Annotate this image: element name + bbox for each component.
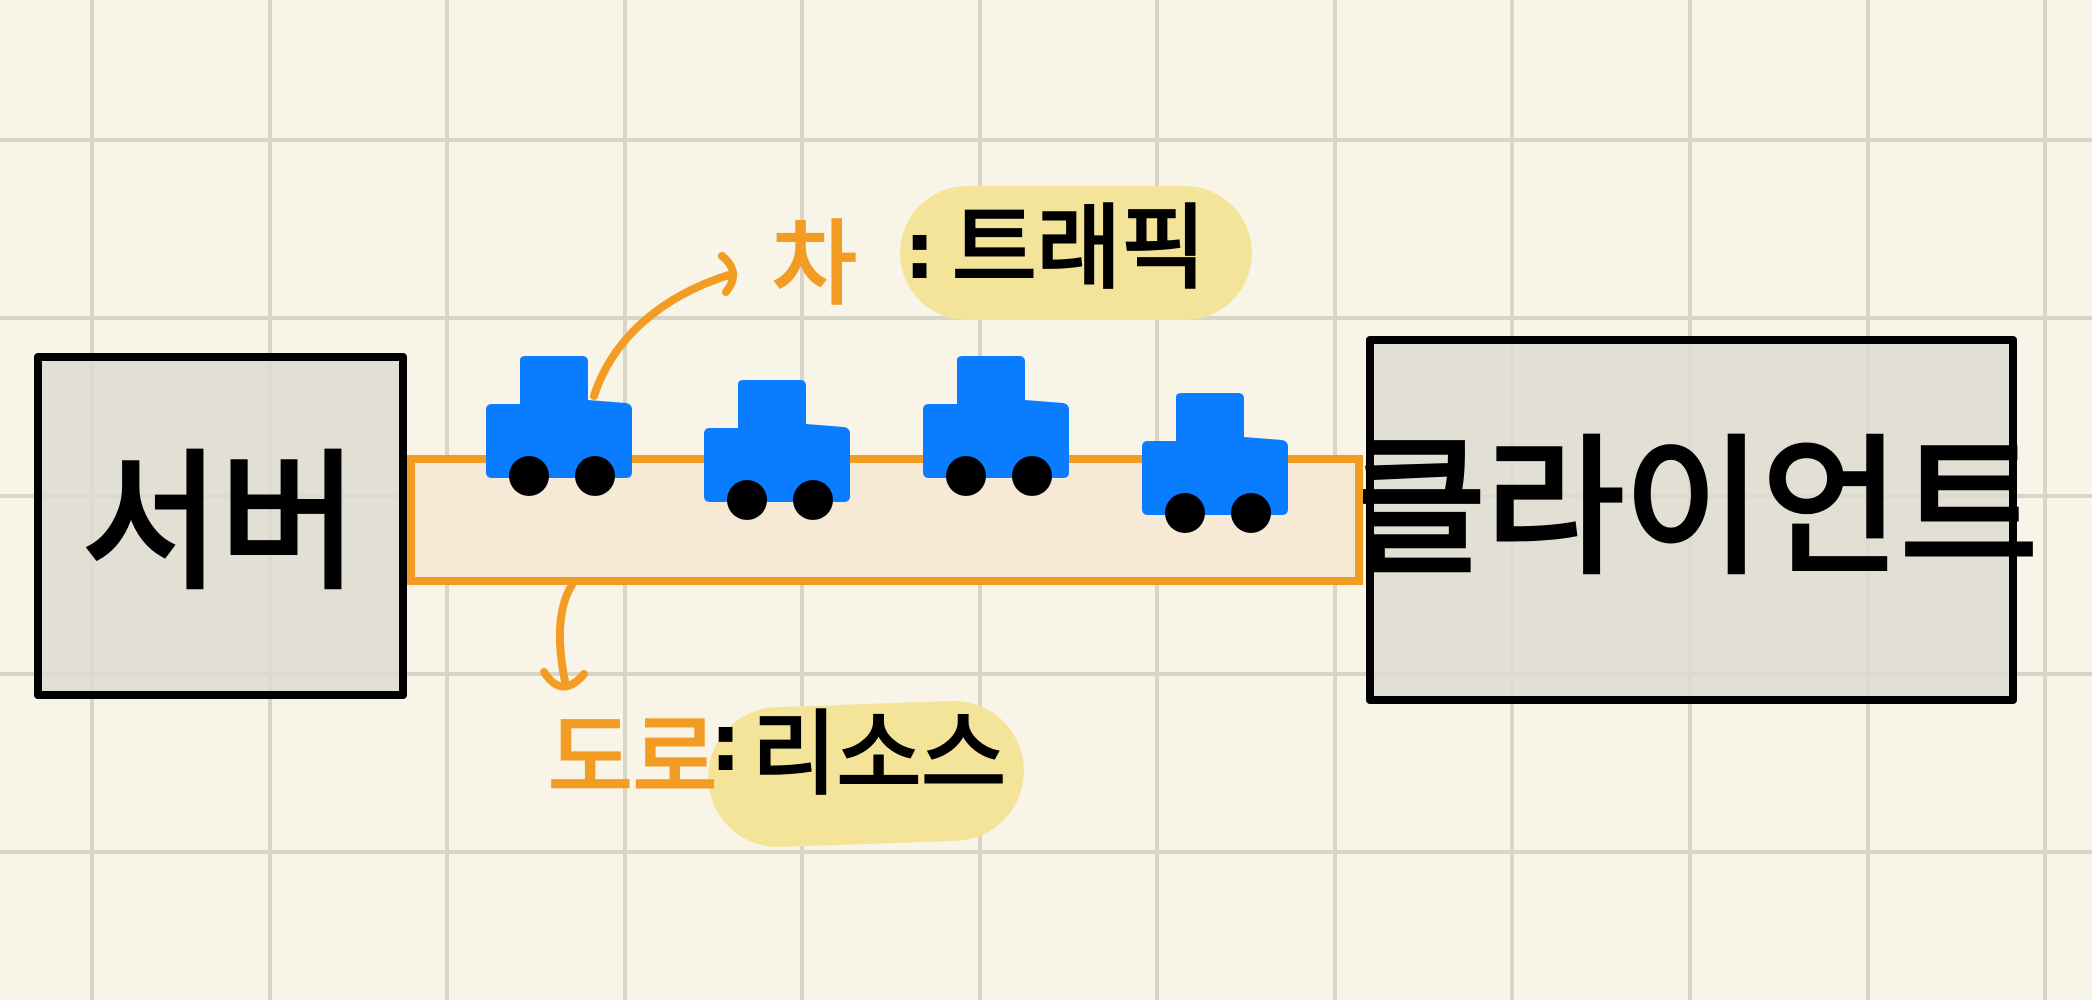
client-box: 클라이언트 [1348, 336, 2038, 704]
car-separator: : [904, 207, 935, 297]
wheel [1165, 493, 1205, 533]
traffic-label: 트래픽 [952, 195, 1206, 302]
resource-label: 리소스 [752, 701, 1006, 808]
road-annotation-arrow-icon [540, 581, 588, 691]
wheel [1231, 493, 1271, 533]
wheel [1012, 456, 1052, 496]
road-separator: : [710, 699, 741, 789]
wheel [509, 456, 549, 496]
car-legend: 차 : 트래픽 [772, 195, 1206, 318]
resource-highlight [708, 700, 1024, 848]
car-icon [704, 380, 850, 520]
wheel [946, 456, 986, 496]
road-label: 도로 [548, 705, 717, 812]
car-label: 차 [772, 211, 857, 318]
server-box: 서버 [34, 353, 407, 699]
car-icon [923, 356, 1069, 496]
car-icon [486, 356, 632, 496]
wheel [727, 480, 767, 520]
client-label: 클라이언트 [1348, 422, 2038, 596]
wheel [793, 480, 833, 520]
wheel [575, 456, 615, 496]
road-legend: 도로 : 리소스 [548, 699, 1006, 812]
car-icon [1142, 393, 1288, 533]
car-annotation-arrow-icon [590, 252, 737, 400]
traffic-highlight [900, 186, 1252, 320]
server-label: 서버 [82, 437, 358, 611]
